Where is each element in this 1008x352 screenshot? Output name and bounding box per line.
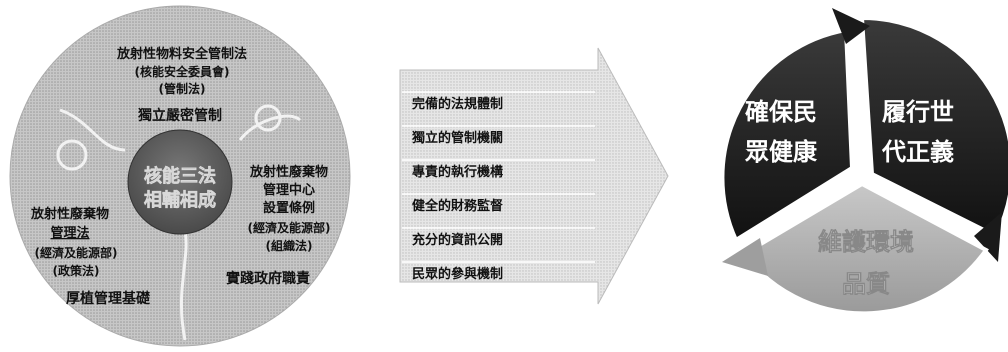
left-law-slogan: 厚植管理基礎 xyxy=(66,290,151,307)
segment-text: 確保民 xyxy=(745,98,817,126)
center-text-line2: 相輔相成 xyxy=(144,189,216,211)
segment-text: 眾健康 xyxy=(744,138,818,166)
right-law-title3: 設置條例 xyxy=(263,200,315,216)
right-law-agency: (經濟及能源部) xyxy=(248,220,331,235)
list-item: 充分的資訊公開 xyxy=(412,232,503,248)
arrow-shape xyxy=(399,47,669,305)
list-item: 民眾的參與機制 xyxy=(412,266,503,282)
right-law-type: (組織法) xyxy=(266,238,313,253)
left-law-title: 放射性廢棄物 xyxy=(30,206,109,222)
segment-text: 品質 xyxy=(842,270,890,298)
left-law-title2: 管理法 xyxy=(50,225,89,241)
left-law-type: (政策法) xyxy=(53,263,100,278)
top-law-agency: (核能安全委員會) xyxy=(135,64,230,79)
principles-arrow: 完備的法規體制 獨立的管制機關 專責的執行機構 健全的財務監督 充分的資訊公開 … xyxy=(399,47,669,305)
center-text-line1: 核能三法 xyxy=(144,165,216,187)
segment-arrow-tip-right xyxy=(974,212,1002,262)
right-law-slogan: 實踐政府職責 xyxy=(226,270,310,287)
list-item: 獨立的管制機關 xyxy=(411,130,503,146)
puzzle-divider-top-left xyxy=(59,108,126,152)
left-law-agency: (經濟及能源部) xyxy=(35,245,118,260)
segment-public-health xyxy=(720,27,855,243)
right-law-title2: 管理中心 xyxy=(263,182,315,198)
law-circle: 核能三法 相輔相成 放射性物料安全管制法 (核能安全委員會) (管制法) 獨立嚴… xyxy=(9,5,351,347)
top-law-title: 放射性物料安全管制法 xyxy=(116,46,247,62)
principles-list: 完備的法規體制 獨立的管制機關 專責的執行機構 健全的財務監督 充分的資訊公開 … xyxy=(402,91,595,282)
list-item: 專責的執行機構 xyxy=(412,164,503,180)
list-item: 完備的法規體制 xyxy=(412,96,503,112)
center-circle xyxy=(127,129,233,235)
segment-text: 履行世 xyxy=(882,98,954,126)
puzzle-knob-right xyxy=(254,104,282,132)
top-law-slogan: 獨立嚴密管制 xyxy=(137,107,222,124)
segment-arrow-tip-top xyxy=(832,8,870,44)
segment-text: 維護環境 xyxy=(818,228,914,256)
right-law-title: 放射性廢棄物 xyxy=(249,164,328,180)
puzzle-divider-bottom xyxy=(179,229,188,341)
list-item: 健全的財務監督 xyxy=(412,198,503,214)
segment-generational-justice xyxy=(859,15,1008,239)
segment-text: 代正義 xyxy=(881,138,954,166)
segment-arrow-tip-left xyxy=(722,238,768,276)
goals-cycle: 確保民 眾健康 履行世 代正義 維護環境 品質 xyxy=(720,8,1008,316)
top-law-type: (管制法) xyxy=(159,81,206,96)
segment-environment-quality xyxy=(741,181,989,316)
puzzle-divider-top-right xyxy=(238,114,302,141)
puzzle-knob-left xyxy=(56,139,88,171)
